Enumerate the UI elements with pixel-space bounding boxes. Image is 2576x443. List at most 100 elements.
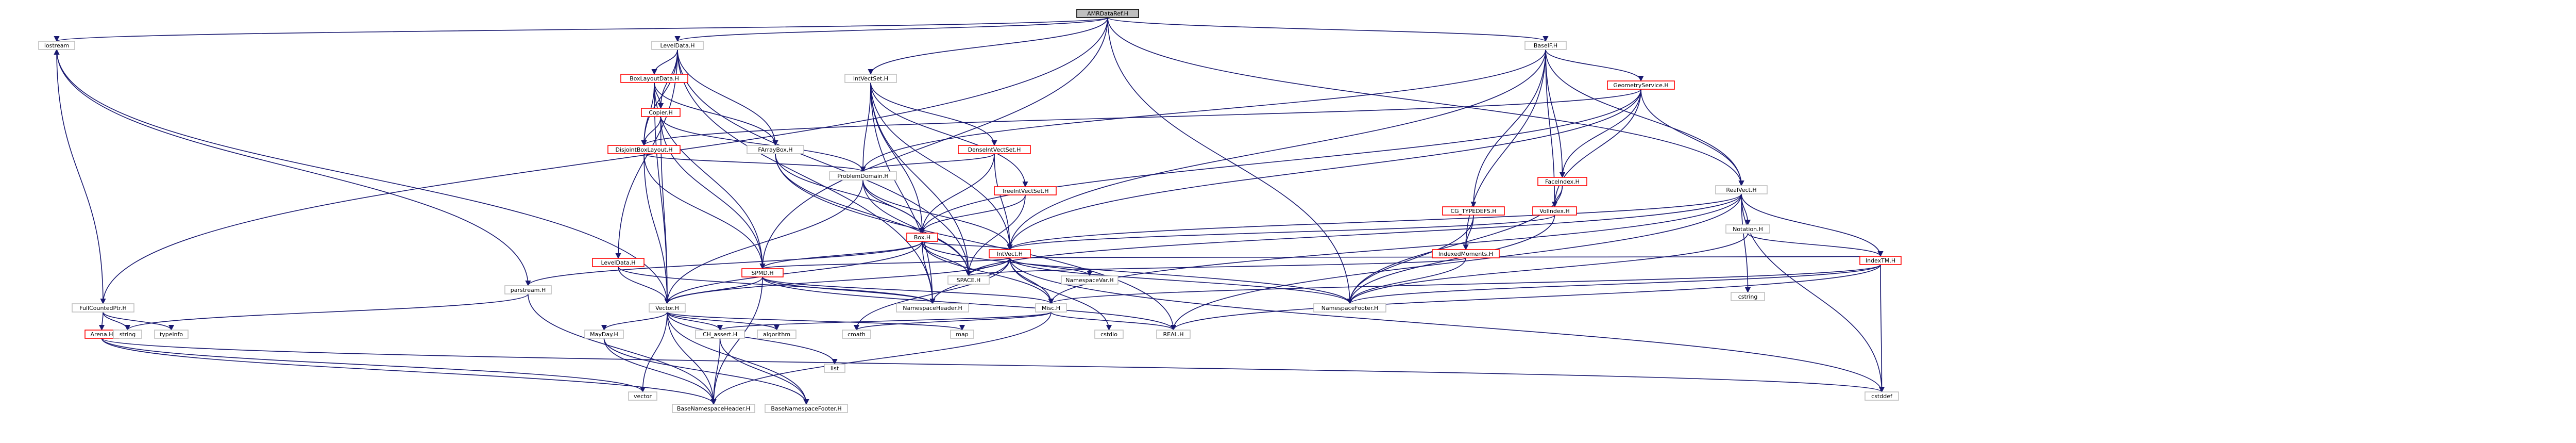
node-box (1725, 224, 1770, 234)
node-indextmh[interactable]: IndexTM.H (1859, 256, 1902, 265)
edge-root-to-spmdh (759, 17, 1108, 270)
node-basensfooter[interactable]: BaseNamespaceFooter.H (765, 404, 848, 413)
edge-vectorh-to-iostream (54, 48, 668, 304)
node-label: map (956, 331, 968, 338)
node-namespacefooterh[interactable]: NamespaceFooter.H (1313, 303, 1386, 313)
node-dblh[interactable]: DisjointBoxLayout.H (607, 145, 681, 154)
edge-geomserviceh-to-realvecth (1640, 89, 1744, 187)
node-box (1524, 41, 1567, 50)
node-cgtypedefsh[interactable]: CG_TYPEDEFS.H (1442, 206, 1505, 216)
node-indexedmomentsh[interactable]: IndexedMoments.H (1432, 249, 1500, 258)
edge-ldh-to-farrayboxh (677, 49, 778, 146)
edge-voldh-to-intvecth (1007, 215, 1555, 251)
node-box (651, 41, 704, 50)
node-label: cstring (1738, 293, 1758, 300)
node-label: Arena.H (90, 331, 113, 338)
node-realh[interactable]: REAL.H (1156, 330, 1191, 339)
node-root[interactable]: AMRDataRef.H (1076, 9, 1139, 18)
edge-indexedmomentsh-to-namespacefooterh (1347, 257, 1466, 305)
node-cstdio[interactable]: cstdio (1094, 330, 1124, 339)
node-intvecth[interactable]: IntVect.H (989, 249, 1031, 258)
node-box (649, 303, 686, 313)
node-label: REAL.H (1163, 331, 1183, 338)
edge-densivsh-to-boxh (919, 153, 995, 234)
edge-ldh-to-namespaceheaderh (677, 49, 936, 305)
node-list[interactable]: list (824, 364, 845, 373)
node-faceindexh[interactable]: FaceIndex.H (1537, 177, 1587, 186)
node-cstddef[interactable]: cstddef (1865, 391, 1899, 401)
node-label: VolIndex.H (1539, 208, 1570, 215)
node-iostream[interactable]: iostream (38, 41, 75, 50)
node-cstring[interactable]: cstring (1731, 292, 1765, 301)
node-vector[interactable]: vector (628, 391, 657, 401)
edge-root-to-ivsh (868, 17, 1108, 75)
node-box (747, 145, 804, 154)
node-chassert[interactable]: CH_assert.H (695, 330, 745, 339)
node-spmdh[interactable]: SPMD.H (741, 268, 784, 277)
edge-densivsh-to-probdomainh (860, 153, 995, 173)
node-copierh[interactable]: Copier.H (641, 108, 681, 117)
edge-indextmh-to-namespacefooterh (1347, 264, 1881, 305)
node-label: vector (634, 393, 652, 400)
node-typeinfo[interactable]: typeinfo (154, 330, 189, 339)
node-box (1061, 275, 1118, 285)
node-box (906, 233, 938, 242)
node-spaceh[interactable]: SPACE.H (947, 275, 990, 285)
node-label: DenseIntVectSet.H (968, 146, 1021, 153)
node-boxh[interactable]: Box.H (906, 233, 938, 242)
node-densivsh[interactable]: DenseIntVectSet.H (958, 145, 1031, 154)
edge-ivsh-to-densivsh (870, 82, 997, 146)
edge-realvecth-to-misch (1048, 193, 1742, 305)
edge-parstreamh-to-iostream (54, 48, 529, 286)
node-label: typeinfo (160, 331, 183, 338)
node-treeivsh[interactable]: TreeIntVectSet.H (994, 186, 1057, 195)
dependency-edges (54, 17, 1885, 405)
node-label: NamespaceFooter.H (1321, 305, 1378, 311)
node-box (1865, 391, 1899, 401)
edge-vectorh-to-list (667, 311, 838, 365)
node-baseifh[interactable]: BaseIF.H (1524, 41, 1567, 50)
node-box (641, 108, 681, 117)
node-mayday[interactable]: MayDay.H (584, 330, 624, 339)
node-misch[interactable]: Misc.H (1035, 303, 1067, 313)
node-algorithm[interactable]: algorithm (757, 330, 796, 339)
node-map[interactable]: map (950, 330, 974, 339)
node-ivsh[interactable]: IntVectSet.H (844, 74, 897, 83)
node-leveldatah2[interactable]: LevelData.H (592, 258, 645, 267)
edge-baseifh-to-cgtypedefsh (1470, 49, 1546, 208)
node-vectorh[interactable]: Vector.H (649, 303, 686, 313)
node-label: FullCountedPtr.H (79, 305, 126, 311)
node-parstreamh[interactable]: parstream.H (504, 285, 552, 294)
edge-boxh-to-namespacefooterh (922, 241, 1353, 305)
node-label: BaseNamespaceHeader.H (677, 405, 750, 412)
node-farrayboxh[interactable]: FArrayBox.H (747, 145, 804, 154)
node-boxlayoutdatah[interactable]: BoxLayoutData.H (620, 74, 688, 83)
node-arenah[interactable]: Arena.H (84, 330, 119, 339)
node-realvecth[interactable]: RealVect.H (1715, 185, 1768, 194)
node-box (741, 268, 784, 277)
node-voldh[interactable]: VolIndex.H (1532, 206, 1577, 216)
node-notationh[interactable]: Notation.H (1725, 224, 1770, 234)
edge-mayday-to-basensheader (603, 338, 717, 405)
node-cmath[interactable]: cmath (842, 330, 871, 339)
edge-baseifh-to-probdomainh (860, 49, 1546, 173)
edge-intvecth-to-namespacefooterh (1009, 257, 1353, 305)
node-namespaceheaderh[interactable]: NamespaceHeader.H (896, 303, 969, 313)
edge-probdomainh-to-intvecth (862, 179, 1013, 251)
node-geomserviceh[interactable]: GeometryService.H (1607, 80, 1675, 90)
node-label: FArrayBox.H (758, 146, 792, 153)
node-namespacevarh[interactable]: NamespaceVar.H (1061, 275, 1118, 285)
node-box (1076, 9, 1139, 18)
edge-probdomainh-to-boxh (862, 179, 925, 234)
edge-geomserviceh-to-boxh (919, 89, 1641, 234)
node-ldh[interactable]: LevelData.H (651, 41, 704, 50)
edge-treeivsh-to-boxh (919, 194, 1026, 234)
edge-geomserviceh-to-dblh (641, 89, 1641, 146)
edge-intvecth-to-spmdh (759, 257, 1010, 270)
node-string[interactable]: string (113, 330, 142, 339)
edge-boxh-to-misch (922, 241, 1054, 305)
node-label: parstream.H (511, 287, 546, 293)
node-fullcountedptrh[interactable]: FullCountedPtr.H (72, 303, 134, 313)
node-basensheader[interactable]: BaseNamespaceHeader.H (672, 404, 755, 413)
node-probdomainh[interactable]: ProblemDomain.H (829, 171, 897, 181)
